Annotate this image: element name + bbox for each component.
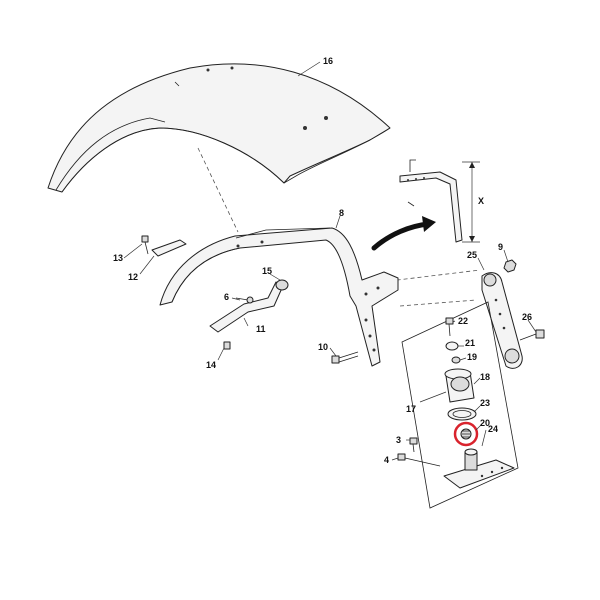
callout-24: 24 xyxy=(488,424,498,434)
callout-labels: 16 8 X 13 12 15 6 11 14 10 9 25 26 22 21… xyxy=(113,56,532,465)
callout-25: 25 xyxy=(467,250,477,260)
base-plate-part xyxy=(443,448,515,489)
callout-4: 4 xyxy=(384,455,389,465)
callout-21: 21 xyxy=(465,338,475,348)
assembly-box xyxy=(401,301,519,509)
fender-bracket-part xyxy=(159,227,399,367)
callout-22: 22 xyxy=(458,316,468,326)
fender-part xyxy=(47,63,391,193)
callout-16: 16 xyxy=(323,56,333,66)
callout-3: 3 xyxy=(396,435,401,445)
mount-plate-part xyxy=(151,239,187,257)
screw-3-part xyxy=(409,437,418,453)
highlight-circle xyxy=(453,421,479,447)
bushing-19-part xyxy=(451,356,461,364)
callout-12: 12 xyxy=(128,272,138,282)
bolt-13-part xyxy=(141,235,149,255)
callout-10: 10 xyxy=(318,342,328,352)
callout-x: X xyxy=(478,196,484,206)
callout-23: 23 xyxy=(480,398,490,408)
callout-9: 9 xyxy=(498,242,503,252)
callout-14: 14 xyxy=(206,360,216,370)
callout-18: 18 xyxy=(480,372,490,382)
lower-bracket-part xyxy=(209,281,283,333)
callout-19: 19 xyxy=(467,352,477,362)
leader-lines xyxy=(123,61,537,461)
damper-18-part xyxy=(444,368,475,403)
spring-20-part xyxy=(453,421,479,447)
callout-15: 15 xyxy=(262,266,272,276)
callout-26: 26 xyxy=(522,312,532,322)
callout-20: 20 xyxy=(480,418,490,428)
alignment-line xyxy=(197,147,239,233)
callout-17: 17 xyxy=(406,404,416,414)
washer-21-part xyxy=(445,341,459,351)
arrow-icon xyxy=(371,216,436,251)
callout-6: 6 xyxy=(224,292,229,302)
screw-6-part xyxy=(235,296,254,304)
callout-8: 8 xyxy=(339,208,344,218)
nut-9-part xyxy=(503,259,517,273)
bolt-22-part xyxy=(445,317,454,337)
pivot-link-part xyxy=(481,272,523,369)
nut-14-part xyxy=(223,341,231,350)
alignment-line xyxy=(399,299,477,307)
knob-15-part xyxy=(275,279,289,291)
bolt-26-part xyxy=(519,329,545,341)
ring-23-part xyxy=(447,407,477,421)
callout-13: 13 xyxy=(113,253,123,263)
height-reference xyxy=(399,159,480,243)
callout-11: 11 xyxy=(256,324,266,334)
screw-4-part xyxy=(397,453,441,467)
bolt-10-part xyxy=(331,351,359,364)
